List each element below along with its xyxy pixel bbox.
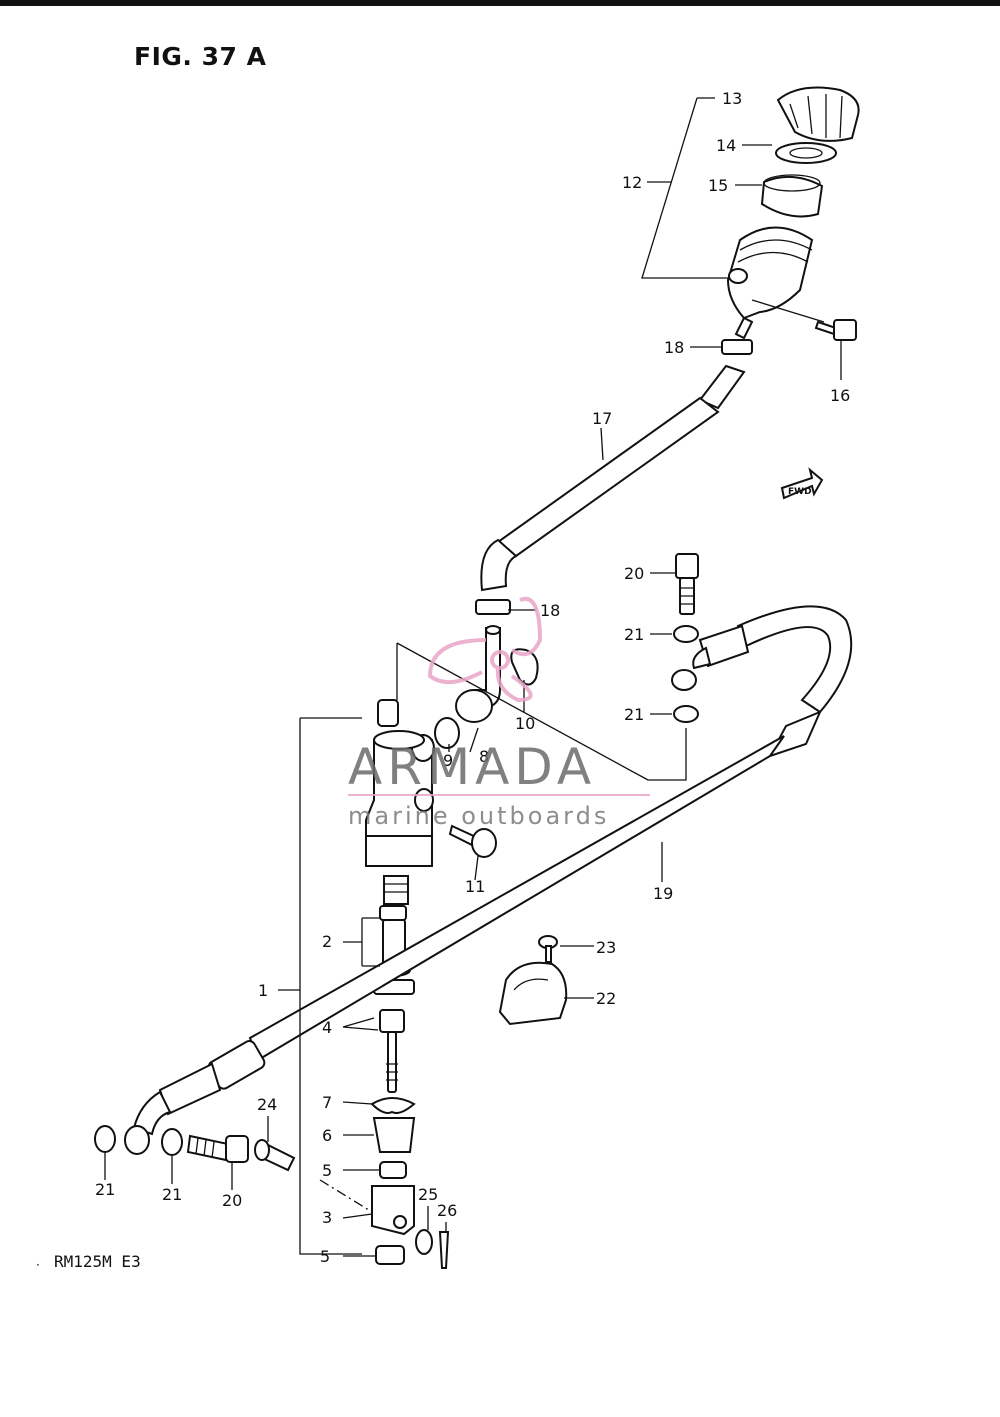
fwd-label: FWD — [788, 487, 812, 497]
reservoir-cap — [776, 86, 860, 142]
washer-21-upper-b — [673, 705, 699, 723]
callout-19: 19 — [653, 884, 673, 903]
model-code: RM125M E3 — [54, 1252, 141, 1271]
callout-numbers: 13 14 12 15 18 16 17 20 18 21 21 10 8 9 … — [95, 89, 850, 1266]
hose-guide-22 — [498, 961, 568, 1026]
circlip-7 — [370, 1097, 416, 1114]
callout-3: 3 — [322, 1208, 332, 1227]
screw-11 — [448, 824, 497, 858]
callout-23: 23 — [596, 938, 616, 957]
propeller-logo-icon — [427, 596, 543, 703]
washer-21-upper-a — [673, 625, 699, 643]
callout-18-lower: 18 — [540, 601, 560, 620]
banjo-eye-lower — [124, 1125, 150, 1155]
pin-24 — [254, 1139, 296, 1172]
callout-21-upper-a: 21 — [624, 625, 644, 644]
union-bolt-upper — [675, 553, 699, 615]
reservoir-plate — [775, 142, 837, 164]
fwd-arrow-icon: FWD — [780, 467, 824, 500]
brake-hose — [132, 605, 853, 1136]
nut-5-lower — [375, 1245, 405, 1265]
callout-21-upper-b: 21 — [624, 705, 644, 724]
callout-8: 8 — [479, 747, 489, 766]
callout-21-lower-b: 21 — [162, 1185, 182, 1204]
banjo-eye-upper — [671, 669, 697, 691]
reservoir-hose — [480, 364, 746, 592]
union-bolt-lower — [186, 1134, 249, 1163]
leader-lines — [104, 97, 842, 1257]
reservoir-bolt — [814, 319, 857, 341]
watermark-tagline: marine outboards — [348, 802, 609, 830]
hose-clamp-upper — [721, 339, 753, 355]
callout-5-upper: 5 — [322, 1161, 332, 1180]
callout-22: 22 — [596, 989, 616, 1008]
figure-title: FIG. 37 A — [134, 42, 267, 71]
reservoir-diaphragm — [760, 174, 824, 218]
callout-10: 10 — [515, 714, 535, 733]
watermark: ARMADA marine outboards — [348, 596, 650, 830]
callout-21-lower-a: 21 — [95, 1180, 115, 1199]
callout-9: 9 — [443, 751, 453, 770]
washer-21-lower-b — [161, 1128, 183, 1156]
screw-23 — [538, 935, 558, 963]
callout-5-lower: 5 — [320, 1247, 330, 1266]
reservoir-body — [726, 226, 814, 340]
top-border — [0, 0, 1000, 6]
hose-joint — [455, 625, 501, 723]
callout-20-lower: 20 — [222, 1191, 242, 1210]
callout-1: 1 — [258, 981, 268, 1000]
callout-6: 6 — [322, 1126, 332, 1145]
callout-25: 25 — [418, 1185, 438, 1204]
callout-2: 2 — [322, 932, 332, 951]
callout-4: 4 — [322, 1018, 332, 1037]
washer-25 — [415, 1229, 433, 1255]
watermark-brand: ARMADA — [348, 738, 596, 796]
callout-12: 12 — [622, 173, 642, 192]
nut-5-upper — [379, 1161, 407, 1179]
washer-21-lower-a — [94, 1125, 116, 1153]
callout-15: 15 — [708, 176, 728, 195]
callout-7: 7 — [322, 1093, 332, 1112]
callout-14: 14 — [716, 136, 736, 155]
callout-18-upper: 18 — [664, 338, 684, 357]
cotter-pin-26 — [438, 1231, 450, 1269]
clevis-3 — [371, 1185, 415, 1236]
callout-16: 16 — [830, 386, 850, 405]
o-ring-9 — [434, 717, 460, 749]
callout-24: 24 — [257, 1095, 277, 1114]
callout-17: 17 — [592, 409, 612, 428]
boot-6 — [372, 1117, 416, 1153]
bullet-dot: · — [36, 1258, 40, 1272]
hose-clamp-lower — [475, 599, 511, 615]
push-rod — [379, 1009, 405, 1093]
callout-20-upper: 20 — [624, 564, 644, 583]
callout-26: 26 — [437, 1201, 457, 1220]
callout-13: 13 — [722, 89, 742, 108]
callout-11: 11 — [465, 877, 485, 896]
